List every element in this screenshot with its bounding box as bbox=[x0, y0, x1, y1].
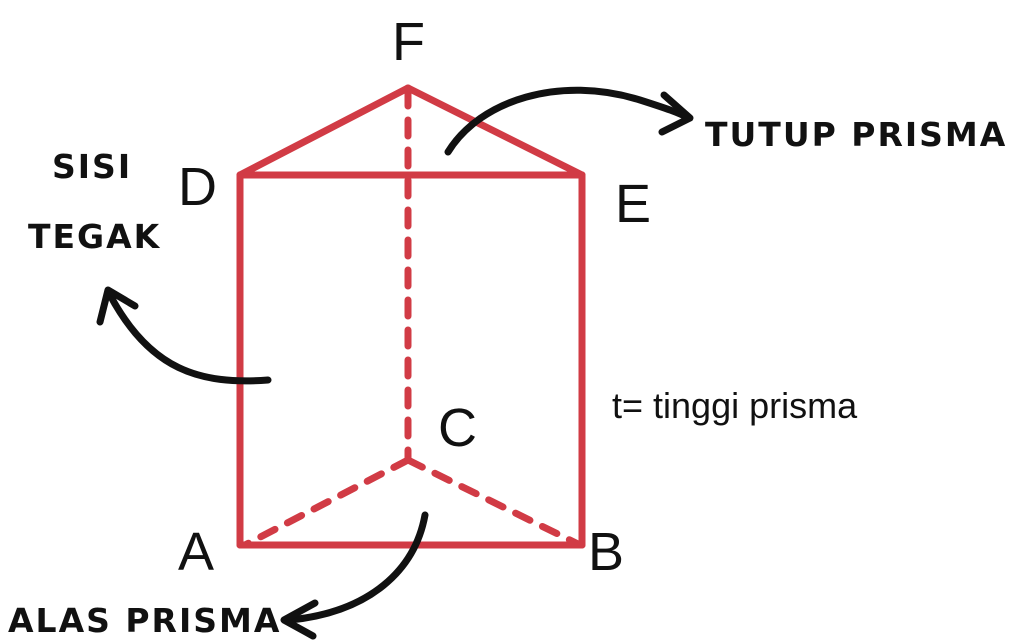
arrow-base bbox=[286, 511, 429, 624]
arrow-lateral-side bbox=[106, 291, 272, 385]
vertex-label-B: B bbox=[588, 522, 624, 582]
annotation-side-line1: SISI bbox=[52, 147, 132, 186]
vertex-label-D: D bbox=[178, 157, 217, 217]
annotation-height: t= tinggi prisma bbox=[612, 385, 858, 426]
vertex-label-E: E bbox=[615, 174, 651, 234]
vertex-label-F: F bbox=[392, 12, 425, 72]
annotation-top-cover: TUTUP PRISMA bbox=[705, 115, 1007, 154]
arrow-lateral-side-head bbox=[96, 286, 139, 326]
vertex-label-A: A bbox=[178, 522, 214, 582]
edge-CB-hidden bbox=[404, 456, 584, 549]
edge-CA-hidden bbox=[241, 456, 412, 549]
arrow-top-cover-head bbox=[658, 91, 694, 136]
vertex-label-C: C bbox=[438, 398, 477, 458]
edge-DF bbox=[236, 84, 412, 179]
annotation-base: ALAS PRISMA bbox=[8, 601, 281, 640]
edge-FE bbox=[404, 84, 586, 179]
arrow-base-head bbox=[280, 599, 319, 640]
annotation-side-line2: TEGAK bbox=[28, 217, 161, 256]
arrow-top-cover bbox=[444, 86, 692, 156]
